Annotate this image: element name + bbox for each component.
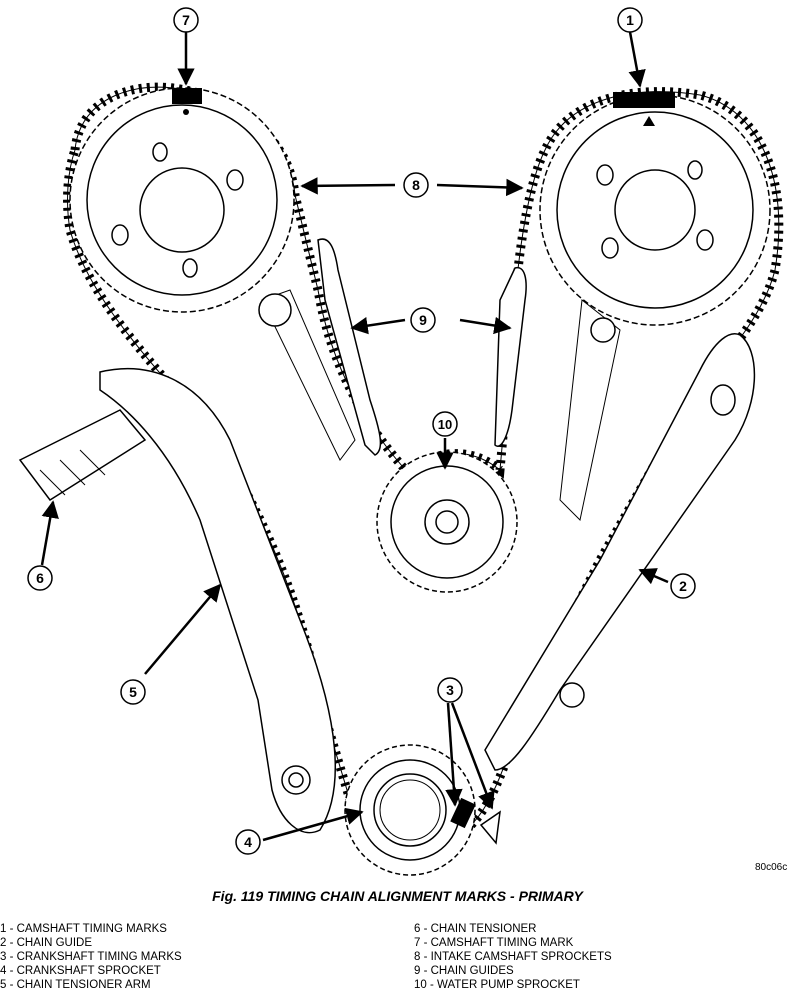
- callout-7: 7: [173, 7, 199, 33]
- svg-text:7: 7: [182, 12, 190, 28]
- callout-2: 2: [670, 573, 696, 599]
- callout-6: 6: [27, 565, 53, 591]
- chain-guide-right: [494, 266, 527, 447]
- legend-item: 3 - CRANKSHAFT TIMING MARKS: [0, 951, 182, 963]
- svg-text:8: 8: [412, 177, 420, 193]
- legend-item: 6 - CHAIN TENSIONER: [414, 923, 537, 935]
- callout-1: 1: [617, 7, 643, 33]
- crank-timing-triangle: [479, 810, 501, 845]
- legend-item: 9 - CHAIN GUIDES: [414, 965, 514, 977]
- svg-text:5: 5: [129, 684, 137, 700]
- legend-item: 4 - CRANKSHAFT SPROCKET: [0, 965, 161, 977]
- svg-text:2: 2: [679, 578, 687, 594]
- callout-4: 4: [235, 829, 261, 855]
- water-pump-sprocket: [376, 451, 518, 593]
- callout-10: 10: [432, 411, 458, 437]
- chain-guide-left: [317, 238, 382, 456]
- svg-text:10: 10: [438, 417, 452, 432]
- left-cam-timing-mark: [172, 88, 202, 104]
- svg-text:4: 4: [244, 834, 252, 850]
- left-camshaft-sprocket: [69, 87, 295, 313]
- callout-3: 3: [437, 677, 463, 703]
- crankshaft-sprocket: [344, 744, 476, 876]
- figure-code: 80c06c: [755, 862, 788, 873]
- svg-text:3: 3: [446, 682, 454, 698]
- chain-guide: [484, 333, 756, 771]
- svg-text:6: 6: [36, 570, 44, 586]
- right-cam-timing-mark: [613, 92, 675, 108]
- legend-left: 1 - CAMSHAFT TIMING MARKS 2 - CHAIN GUID…: [0, 922, 182, 992]
- right-camshaft-sprocket: [539, 94, 771, 326]
- chain-tensioner-arm: [99, 368, 336, 834]
- legend-item: 1 - CAMSHAFT TIMING MARKS: [0, 923, 167, 935]
- svg-text:9: 9: [419, 312, 427, 328]
- chain-tensioner: [18, 409, 147, 502]
- legend-item: 10 - WATER PUMP SPROCKET: [414, 979, 580, 991]
- legend-right: 6 - CHAIN TENSIONER 7 - CAMSHAFT TIMING …: [414, 922, 612, 992]
- callout-8: 8: [403, 172, 429, 198]
- callout-5: 5: [120, 679, 146, 705]
- crank-timing-mark: [450, 797, 476, 829]
- legend-item: 8 - INTAKE CAMSHAFT SPROCKETS: [414, 951, 612, 963]
- callout-9: 9: [410, 307, 436, 333]
- timing-chain-diagram: 7 1 8 9 10 2 3 4 5 6: [18, 7, 784, 876]
- legend-item: 5 - CHAIN TENSIONER ARM: [0, 979, 151, 991]
- legend-item: 7 - CAMSHAFT TIMING MARK: [414, 937, 574, 949]
- legend-item: 2 - CHAIN GUIDE: [0, 937, 93, 949]
- svg-text:1: 1: [626, 12, 634, 28]
- figure-caption: Fig. 119 TIMING CHAIN ALIGNMENT MARKS - …: [212, 888, 583, 904]
